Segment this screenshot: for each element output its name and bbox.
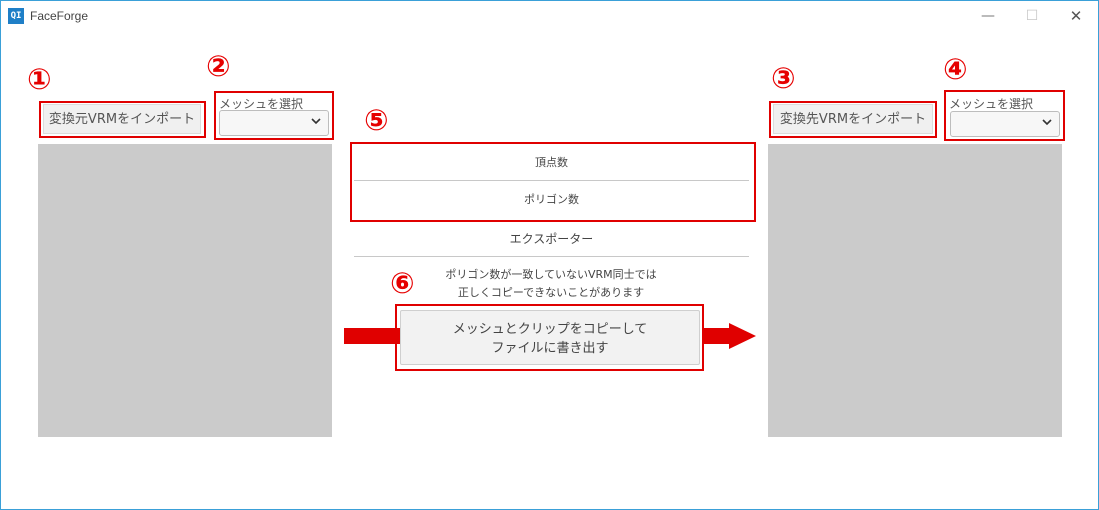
import-target-vrm-button[interactable]: 変換先VRMをインポート bbox=[773, 104, 933, 134]
polygon-mismatch-note: ポリゴン数が一致していないVRM同士では 正しくコピーできないことがあります bbox=[401, 266, 701, 302]
chevron-down-icon bbox=[310, 115, 322, 130]
copy-and-export-button[interactable]: メッシュとクリップをコピーして ファイルに書き出す bbox=[400, 310, 700, 365]
minimize-button[interactable]: — bbox=[981, 8, 995, 24]
chevron-down-icon bbox=[1041, 116, 1053, 131]
highlight-box-2 bbox=[214, 91, 334, 140]
annotation-3: ③ bbox=[771, 61, 796, 95]
export-button-line-2: ファイルに書き出す bbox=[491, 341, 609, 356]
annotation-2: ② bbox=[206, 49, 231, 83]
vertex-count-label: 頂点数 bbox=[354, 145, 749, 181]
maximize-button[interactable]: ☐ bbox=[1025, 8, 1039, 24]
right-arrow-shaft bbox=[703, 328, 731, 344]
target-preview-panel bbox=[768, 144, 1062, 437]
source-mesh-label: メッシュを選択 bbox=[219, 97, 304, 111]
target-mesh-select[interactable] bbox=[950, 111, 1060, 137]
highlight-box-1 bbox=[39, 101, 206, 138]
polygon-count-label: ポリゴン数 bbox=[524, 193, 579, 206]
highlight-box-3 bbox=[769, 101, 937, 138]
annotation-6: ⑥ bbox=[390, 266, 415, 300]
annotation-5: ⑤ bbox=[364, 103, 389, 137]
highlight-box-5 bbox=[350, 142, 756, 222]
target-mesh-label: メッシュを選択 bbox=[949, 97, 1034, 111]
note-line-1: ポリゴン数が一致していないVRM同士では bbox=[445, 268, 657, 281]
right-arrow-icon bbox=[729, 323, 756, 349]
exporter-label: エクスポーター bbox=[354, 221, 749, 257]
app-logo-icon: QI bbox=[8, 8, 24, 24]
source-preview-panel bbox=[38, 144, 332, 437]
close-button[interactable]: ✕ bbox=[1069, 7, 1083, 25]
title-bar: QI FaceForge — ☐ ✕ bbox=[1, 1, 1098, 31]
annotation-1: ① bbox=[27, 62, 52, 96]
annotation-4: ④ bbox=[943, 52, 968, 86]
highlight-box-4 bbox=[944, 90, 1065, 141]
left-arrow-shaft bbox=[344, 328, 400, 344]
window-title: FaceForge bbox=[30, 9, 89, 23]
export-button-line-1: メッシュとクリップをコピーして bbox=[452, 322, 648, 337]
source-mesh-select[interactable] bbox=[219, 110, 329, 136]
note-line-2: 正しくコピーできないことがあります bbox=[457, 286, 645, 299]
import-source-vrm-button[interactable]: 変換元VRMをインポート bbox=[43, 104, 201, 134]
